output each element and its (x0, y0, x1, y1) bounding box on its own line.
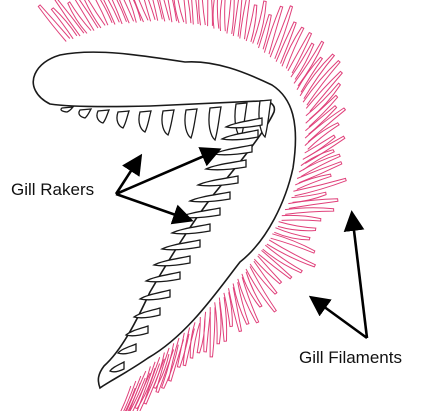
gill-filament (242, 272, 262, 307)
gill-filament (267, 240, 316, 267)
gill-filament (213, 0, 219, 29)
gill-filament (227, 0, 234, 34)
gill-raker (61, 107, 73, 112)
gill-raker (214, 145, 252, 155)
gill-filament (55, 0, 84, 36)
gill-filament (51, 8, 77, 39)
gill-raker (190, 192, 230, 202)
gill-raker (185, 109, 197, 138)
gill-filament (38, 5, 70, 42)
gill-filament (199, 0, 206, 25)
pointer-arrow (312, 298, 367, 338)
gill-filament (210, 307, 215, 357)
gill-filament (183, 328, 194, 366)
gill-filament (208, 0, 213, 26)
gill-filament (169, 338, 184, 381)
gill-raker (139, 111, 151, 132)
gill-filament (259, 15, 272, 50)
gill-raker (97, 110, 109, 123)
gill-filament (215, 302, 221, 344)
gill-raker (117, 111, 129, 128)
gill-raker (79, 109, 91, 118)
gill-filament (141, 0, 156, 21)
gill-raker (206, 160, 246, 170)
pointer-arrow (116, 194, 190, 220)
gill-raker (198, 176, 238, 186)
gill-filament (220, 0, 226, 31)
gill-filament (278, 222, 316, 231)
gill-filament (285, 208, 334, 215)
gill-filament (86, 0, 113, 25)
gill-raker (162, 110, 174, 135)
gill-filament (282, 215, 321, 221)
gill-arch (33, 52, 295, 388)
gill-raker (180, 208, 220, 218)
pointer-arrow (352, 214, 367, 338)
gill-filaments-label: Gill Filaments (299, 348, 402, 368)
gill-raker (209, 107, 221, 140)
gill-filament (238, 277, 259, 323)
gill-rakers-label: Gill Rakers (11, 180, 94, 200)
gill-filament (288, 199, 338, 209)
gill-filament (288, 33, 312, 74)
